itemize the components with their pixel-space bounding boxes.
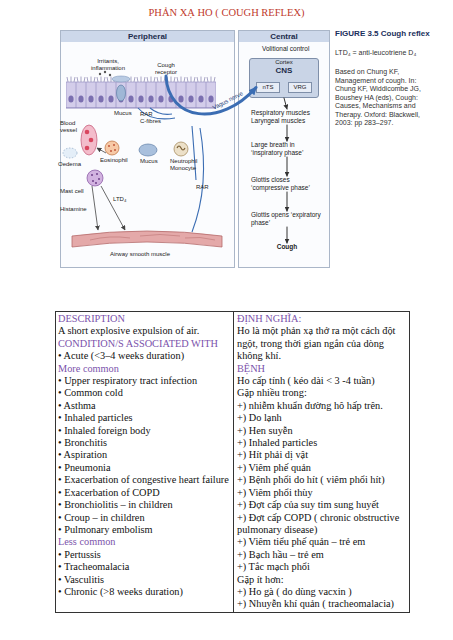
table-text: CONDITION/S ASSOCIATED WITH (58, 338, 231, 350)
table-text: • Vasculitis (58, 574, 231, 586)
node-text: Cortex (250, 59, 318, 66)
figure-label: LTD₄ (113, 196, 126, 203)
figure-label: Oedema (58, 161, 81, 168)
figure-label: Blood vessel (60, 120, 80, 134)
table-frame: DESCRIPTIONA short explosive expulsion o… (55, 311, 410, 613)
nucleus-box: VRG (288, 82, 312, 93)
table-text: +) Inhaled particles (237, 437, 407, 449)
caption-note: Based on Chung KF, Management of cough. … (335, 68, 423, 128)
table-text: • Bronchiolitis – in children (58, 499, 231, 511)
table-text: • Aspiration (58, 449, 231, 461)
step-text: Cough (251, 243, 323, 251)
region-panel: CentralCortexCNS nTS VRG Respiratory muscle… (238, 30, 330, 268)
figure-caption: FIGURE 3.5 Cough reflex (335, 29, 435, 38)
table-text: Gặp ít hơn: (237, 574, 407, 586)
figure-label: Mast cell (60, 188, 84, 195)
table-text: • Exacerbation of COPD (58, 487, 231, 499)
node-text: Peripheral (61, 31, 234, 42)
nucleus-box: nTS (256, 82, 280, 93)
figure-label: Histamine (60, 206, 87, 213)
table-text: +) Ho gà ( do dùng vacxin ) (237, 586, 407, 598)
figure-label: Mucus (114, 110, 132, 117)
table-text: BỆNH (237, 363, 407, 375)
column-divider (233, 312, 234, 612)
figure-label: Irritants, inflammation (86, 58, 130, 72)
table-text: A short explosive expulsion of air. (58, 325, 231, 337)
table-text: +) Tắc mạch phổi (237, 561, 407, 573)
table-text: +) Viêm tiểu phế quản – trẻ em (237, 536, 407, 548)
node-text: Cough receptor (149, 62, 183, 76)
node-text: CNS (250, 66, 318, 76)
figure-label: Eosinophil (100, 157, 128, 164)
cns-box: CortexCNS nTS VRG (249, 58, 319, 98)
table-cell: ĐỊNH NGHĨA:Ho là một phản xạ thở ra một … (237, 313, 407, 611)
table-text: • Chronic (>8 weeks duration) (58, 586, 231, 598)
node-text: VRG (289, 83, 311, 92)
step-text: Glottis closes ‘compressive phase’ (251, 176, 323, 192)
node-text: Glottis closes ‘compressive phase’ (251, 176, 323, 192)
table-text: Ho là một phản xạ thở ra một cách đột ng… (237, 325, 407, 362)
table-text: +) nhiễm khuẩn đường hô hấp trên. (237, 400, 407, 412)
figure-label: Airway smooth muscle (110, 251, 170, 258)
table-text: DESCRIPTION (58, 313, 231, 325)
table-text: • Common cold (58, 387, 231, 399)
node-text: Cough (251, 243, 323, 251)
table-text: ĐỊNH NGHĨA: (237, 313, 407, 325)
figure-label: Neutrophil Monocyte (170, 158, 204, 172)
region-panel: PeripheralCough receptor (60, 30, 235, 268)
figure-label: Volitional control (262, 45, 309, 53)
table-text: +) Viêm phổi thùy (237, 487, 407, 499)
table-text: • Upper respiratory tract infection (58, 375, 231, 387)
step-text: Respiratory muscles Laryngeal muscles (251, 109, 323, 125)
table-text: • Pertussis (58, 549, 231, 561)
node-text: Large breath in ‘inspiratory phase’ (251, 141, 323, 157)
table-text: • Bronchitis (58, 437, 231, 449)
table-text: • Inhaled particles (58, 412, 231, 424)
table-text: • Acute (<3–4 weeks duration) (58, 350, 231, 362)
page-title: PHẢN XẠ HO ( COUGH REFLEX) (0, 7, 453, 19)
table-text: +) Hít phải dị vật (237, 449, 407, 461)
node-text: Central (239, 31, 329, 42)
caption-note: LTD₄ = anti-leucotriene D₄ (335, 49, 435, 58)
table-text: +) Bạch hầu – trẻ em (237, 549, 407, 561)
table-text: Gặp nhiều trong: (237, 387, 407, 399)
table-text: • Asthma (58, 400, 231, 412)
figure-label: RAR (140, 111, 153, 118)
receptor-label-box: Cough receptor (149, 62, 183, 76)
table-text: Ho cấp tính ( kéo dài < 3 -4 tuần) (237, 375, 407, 387)
table-text: +) Hen suyễn (237, 425, 407, 437)
node-text: Glottis opens ‘expiratory phase’ (251, 211, 323, 227)
step-text: Glottis opens ‘expiratory phase’ (251, 211, 323, 227)
table-text: +) Đợt cấp COPD ( chronic obstructive pu… (237, 512, 407, 537)
table-text: +) Bệnh phổi do hít ( viêm phổi hít) (237, 474, 407, 486)
node-text: Respiratory muscles Laryngeal muscles (251, 109, 323, 125)
table-text: • Tracheomalacia (58, 561, 231, 573)
table-text: +) Đợt cấp của suy tim sung huyết (237, 499, 407, 511)
table-text: • Exacerbation of congestive heart failu… (58, 474, 231, 486)
table-text: +) Viêm phế quản (237, 462, 407, 474)
table-text: +) Nhuyễn khí quản ( tracheomalacia) (237, 598, 407, 610)
table-text: • Pneumonia (58, 462, 231, 474)
figure-label: RAR (196, 184, 209, 191)
table-text: More common (58, 363, 231, 375)
figure-label: Mucus (140, 158, 158, 165)
table-cell: DESCRIPTIONA short explosive expulsion o… (58, 313, 231, 598)
table-text: • Pulmonary embolism (58, 524, 231, 536)
table-text: • Inhaled foreign body (58, 425, 231, 437)
table-text: Less common (58, 536, 231, 548)
figure-label: C-fibres (140, 118, 161, 125)
table-text: +) Do lạnh (237, 412, 407, 424)
step-text: Large breath in ‘inspiratory phase’ (251, 141, 323, 157)
node-text: nTS (257, 83, 279, 92)
table-text: • Croup – in children (58, 512, 231, 524)
